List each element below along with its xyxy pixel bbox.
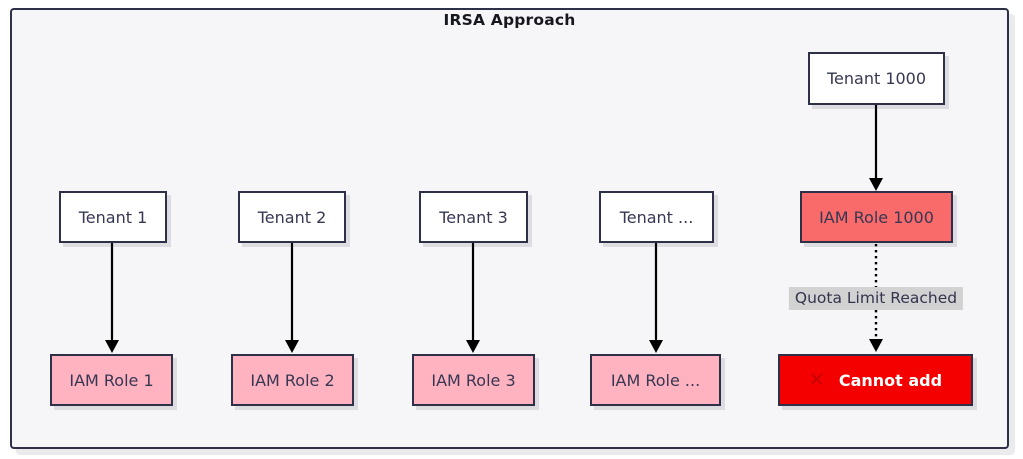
iam-role-3-label: IAM Role 3 — [431, 370, 516, 390]
x-cross-icon: ✕ — [808, 368, 825, 391]
tenant-1-box: Tenant 1 — [59, 191, 167, 243]
iam-role-3-box: IAM Role 3 — [412, 354, 535, 406]
tenant-1000-label: Tenant 1000 — [826, 69, 927, 88]
tenant-2-label: Tenant 2 — [257, 207, 327, 227]
quota-limit-edge-label: Quota Limit Reached — [788, 287, 964, 310]
iam-role-ellipsis-label: IAM Role ... — [610, 370, 701, 390]
cannot-add-box: ✕ Cannot add — [778, 354, 973, 406]
iam-role-1000-label: IAM Role 1000 — [819, 207, 934, 227]
tenant-1000-box: Tenant 1000 — [808, 52, 945, 105]
iam-role-1-label: IAM Role 1 — [69, 370, 154, 390]
tenant-3-label: Tenant 3 — [439, 207, 508, 227]
iam-role-2-box: IAM Role 2 — [231, 354, 354, 406]
tenant-1-label: Tenant 1 — [78, 207, 148, 227]
iam-role-ellipsis-box: IAM Role ... — [590, 354, 721, 406]
cannot-add-label: Cannot add — [838, 370, 943, 390]
iam-role-1000-box: IAM Role 1000 — [800, 191, 953, 243]
iam-role-1-box: IAM Role 1 — [50, 354, 173, 406]
diagram-title: IRSA Approach — [443, 11, 576, 29]
tenant-3-box: Tenant 3 — [419, 191, 528, 243]
tenant-ellipsis-label: Tenant ... — [619, 207, 694, 227]
iam-role-2-label: IAM Role 2 — [250, 370, 335, 390]
tenant-2-box: Tenant 2 — [238, 191, 346, 243]
tenant-ellipsis-box: Tenant ... — [599, 191, 714, 243]
